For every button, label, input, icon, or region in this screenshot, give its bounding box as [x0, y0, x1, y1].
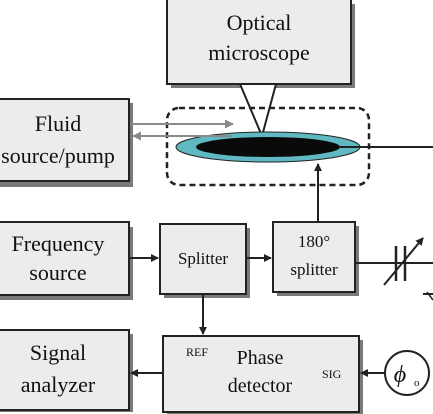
device-core [196, 137, 340, 157]
phase-symbol: ϕ [394, 362, 406, 388]
splitter-block: Splitter [159, 223, 250, 298]
splitter-180-label-line2: splitter [290, 260, 338, 279]
frequency-label-line1: Frequency [12, 231, 105, 256]
frequency-source-block: Frequency source [0, 221, 133, 300]
frequency-label-line2: source [29, 260, 86, 285]
optical-microscope-block: Optical microscope [166, 0, 355, 88]
phase-shifter-circle [384, 350, 430, 396]
sig-port-label: SIG [322, 367, 342, 381]
signal-analyzer-block: Signal analyzer [0, 329, 133, 412]
detector-label-line2: detector [228, 375, 293, 397]
splitter-label: Splitter [178, 249, 228, 268]
splitter-180-label-line1: 180° [298, 232, 330, 251]
microscope-label-line2: microscope [208, 40, 309, 65]
analyzer-label-line2: analyzer [21, 372, 96, 397]
phase-detector-block: REF Phase detector SIG [162, 335, 363, 414]
fluid-label-line2: source/pump [1, 143, 115, 168]
splitter-180-block: 180° splitter [272, 221, 359, 296]
detector-label-line1: Phase [237, 347, 284, 369]
objective-cone [238, 83, 278, 140]
ground-symbol [426, 291, 433, 301]
fluid-label-line1: Fluid [35, 111, 81, 136]
phase-shifter: ϕ o [384, 350, 430, 396]
phase-subscript: o [414, 377, 420, 389]
variable-capacitor [383, 237, 424, 286]
analyzer-label-line1: Signal [30, 340, 86, 365]
ref-port-label: REF [186, 345, 208, 359]
fluid-source-pump-block: Fluid source/pump [0, 98, 133, 187]
microscope-label-line1: Optical [227, 10, 292, 35]
